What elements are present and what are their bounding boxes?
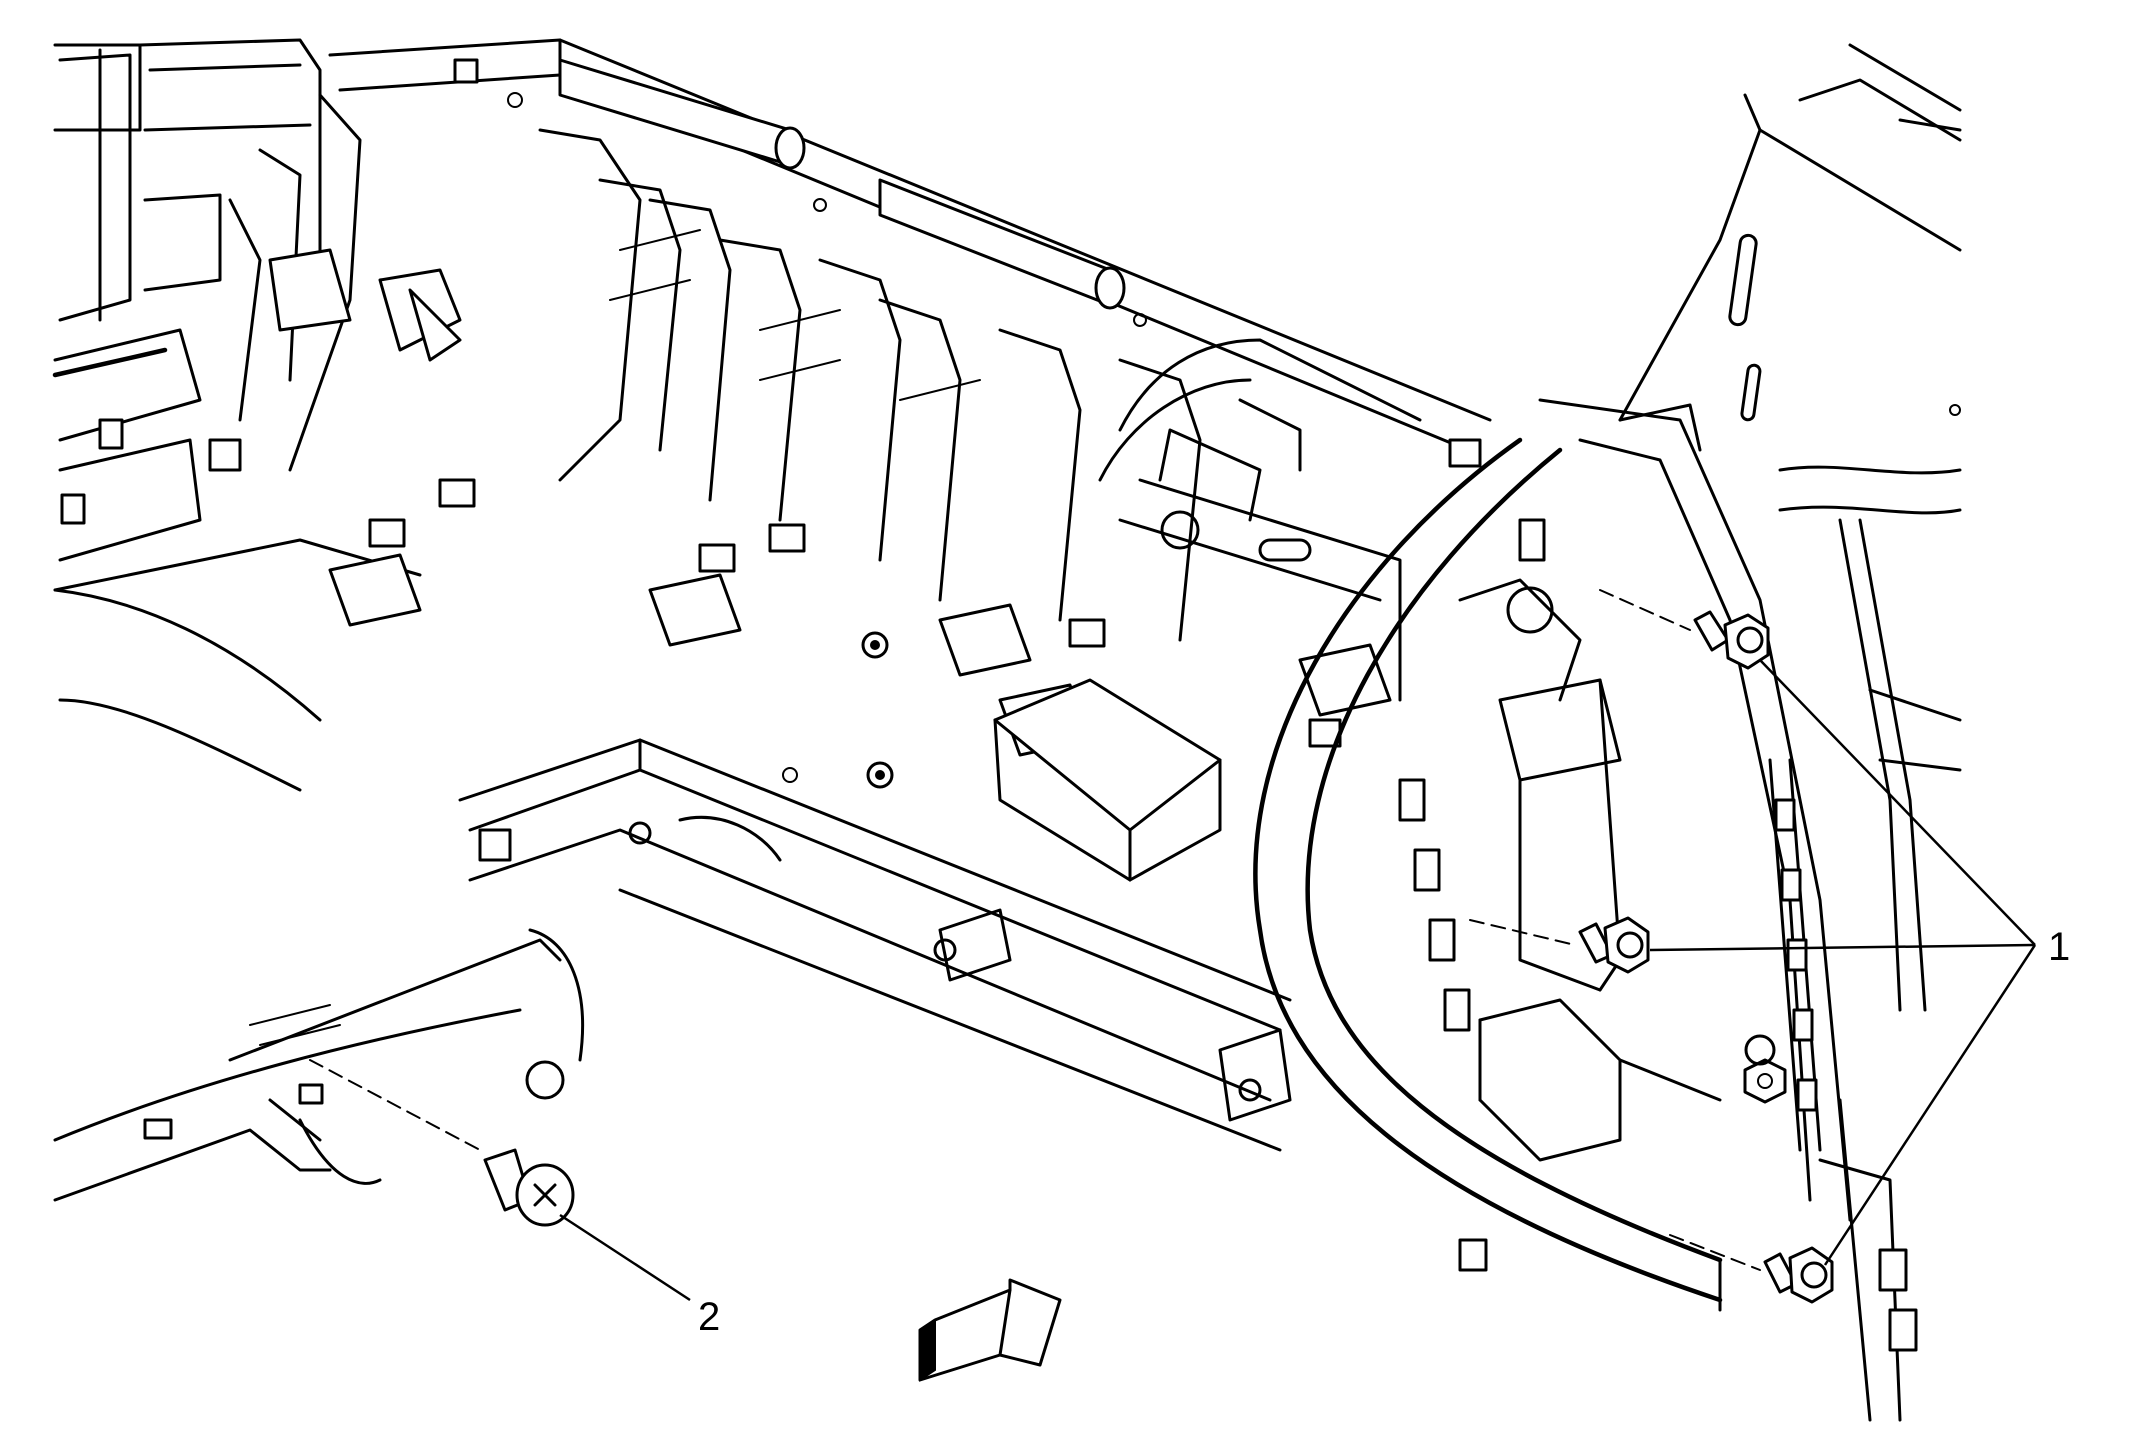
bolt-1-upper xyxy=(1599,589,1770,670)
center-structure xyxy=(1098,338,1422,702)
callout-1-leader-middle xyxy=(1649,943,2036,952)
callout-2-leader xyxy=(559,1213,691,1302)
body-pillar xyxy=(1618,43,1962,1422)
right-end-bracket xyxy=(1253,398,1852,1312)
callout-2: 2 xyxy=(559,1213,720,1339)
instrument-panel-carrier xyxy=(208,38,1492,1272)
callout-1: 1 xyxy=(1649,659,2070,1266)
callout-1-leader-upper xyxy=(1759,659,2036,946)
left-frame-structure xyxy=(52,38,422,792)
bolt-1-middle xyxy=(1469,916,1650,974)
bolt-1-lower xyxy=(1669,1234,1834,1304)
callout-1-label: 1 xyxy=(2048,925,2070,969)
screw-2 xyxy=(309,1059,575,1227)
lower-left-panel xyxy=(53,928,585,1202)
view-direction-arrow-icon xyxy=(918,1278,1062,1382)
callout-1-leader-lower xyxy=(1823,944,2037,1266)
lower-shelf xyxy=(458,678,1292,1152)
callout-2-label: 2 xyxy=(698,1295,720,1339)
